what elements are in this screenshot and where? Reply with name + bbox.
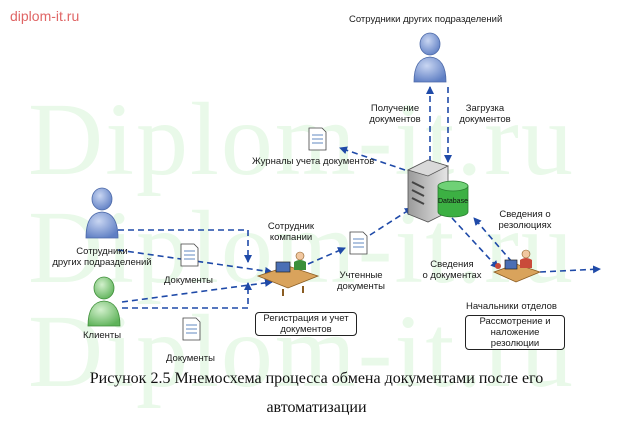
person-icon-clients xyxy=(87,276,121,327)
box-registration-line2: документов xyxy=(280,324,332,335)
label-info-docs-line2: о документах xyxy=(422,270,482,281)
heads-desk-icon xyxy=(492,249,542,283)
label-counted-docs-line2: документы xyxy=(337,281,385,292)
box-review-line1: Рассмотрение и xyxy=(479,316,551,327)
arrow-clients-docs xyxy=(121,278,273,303)
label-company-employee: Сотрудник компании xyxy=(258,221,324,243)
label-employees-left: Сотрудники других подразделений xyxy=(44,246,160,268)
worker-desk-icon xyxy=(256,251,320,296)
database-icon xyxy=(437,180,469,218)
label-database: Database xyxy=(438,198,468,205)
person-icon-employees xyxy=(85,187,119,239)
arrow-employees-docs xyxy=(117,249,273,275)
box-review-line2: наложение xyxy=(490,327,540,338)
arrow-counted-server xyxy=(369,207,413,236)
label-info-resolutions: Сведения о резолюциях xyxy=(490,209,560,231)
label-documents-2: Документы xyxy=(166,353,215,364)
document-icon-journals xyxy=(308,127,327,151)
label-upload-docs: Загрузка документов xyxy=(454,103,516,125)
arrow-journals xyxy=(339,146,406,171)
label-info-docs-line1: Сведения xyxy=(430,259,474,270)
label-upload-docs-line1: Загрузка xyxy=(465,103,505,114)
label-counted-docs: Учтенные документы xyxy=(328,270,394,292)
label-receive-docs: Получение документов xyxy=(362,103,428,125)
arrow-info-docs xyxy=(451,217,499,269)
label-employees-top: Сотрудники других подразделений xyxy=(349,14,503,25)
person-icon-top xyxy=(413,32,447,83)
caption-line1: Рисунок 2.5 Мнемосхема процесса обмена д… xyxy=(89,370,544,387)
document-icon-counted xyxy=(349,231,368,255)
arrow-heads-out xyxy=(539,265,601,274)
arrow-worker-counted xyxy=(307,247,346,265)
label-upload-docs-line2: документов xyxy=(459,114,511,125)
box-registration: Регистрация и учет документов xyxy=(255,312,357,336)
label-clients: Клиенты xyxy=(83,330,122,341)
arrow-employees-to-worker xyxy=(118,229,252,263)
label-info-resolutions-line1: Сведения о xyxy=(499,209,551,220)
box-registration-line1: Регистрация и учет xyxy=(263,313,349,324)
label-employees-left-line1: Сотрудники xyxy=(76,246,128,257)
label-company-employee-line2: компании xyxy=(269,232,313,243)
label-info-resolutions-line2: резолюциях xyxy=(498,220,552,231)
box-review-line3: резолюции xyxy=(490,338,540,349)
label-receive-docs-line2: документов xyxy=(369,114,421,125)
label-journals: Журналы учета документов xyxy=(252,156,375,167)
label-counted-docs-line1: Учтенные xyxy=(339,270,383,281)
label-info-docs: Сведения о документах xyxy=(414,259,490,281)
label-company-employee-line1: Сотрудник xyxy=(267,221,315,232)
arrow-clients-to-worker xyxy=(122,282,252,309)
label-receive-docs-line1: Получение xyxy=(370,103,420,114)
document-icon-2 xyxy=(182,317,201,341)
label-heads: Начальники отделов xyxy=(466,301,557,312)
label-employees-left-line2: других подразделений xyxy=(52,257,152,268)
document-icon-1 xyxy=(180,243,199,267)
box-review: Рассмотрение и наложение резолюции xyxy=(465,315,565,350)
site-label: diplom-it.ru xyxy=(10,8,80,24)
caption-line2: автоматизации xyxy=(266,399,367,416)
label-documents-1: Документы xyxy=(164,275,213,286)
watermark-1: Diplom-it.ru xyxy=(28,82,575,197)
